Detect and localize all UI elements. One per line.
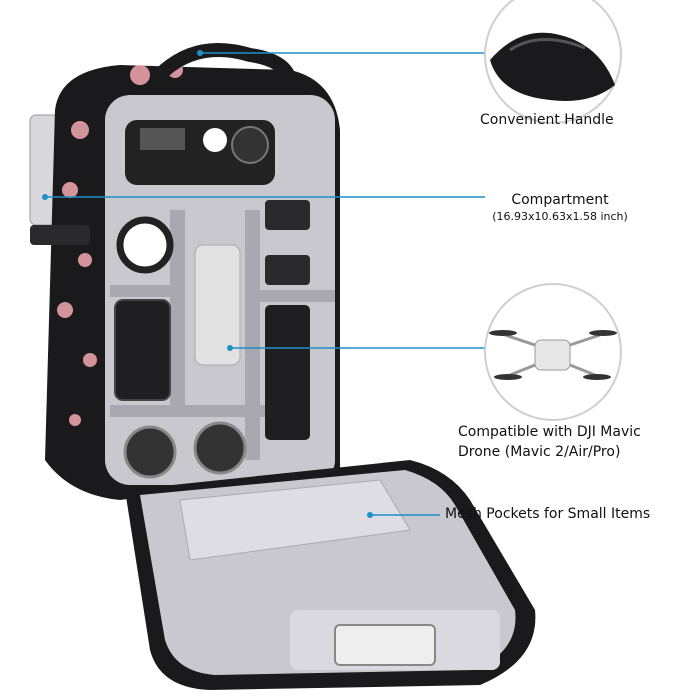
compartment-dividers: [110, 210, 335, 460]
side-strap: [30, 225, 90, 245]
drone-line1: Compatible with DJI Mavic: [458, 424, 641, 440]
leader-dots: [42, 50, 373, 518]
drone-icon: [489, 330, 617, 380]
lens-bottom-left: [123, 425, 177, 479]
battery-middle: [265, 255, 310, 285]
leader-lines: [45, 52, 485, 516]
handle: [158, 43, 297, 87]
lens-bottom-right: [193, 421, 247, 475]
phone: [334, 624, 436, 666]
floral-pattern: [57, 62, 183, 426]
camera: [125, 120, 275, 185]
drone-compat-label: Compatible with DJI Mavic Drone (Mavic 2…: [458, 422, 641, 462]
lens: [114, 299, 171, 401]
flash-unit: [265, 305, 310, 440]
compartment-label: Compartment (16.93x10.63x1.58 inch): [455, 192, 665, 223]
handle-inset-photo: [490, 32, 615, 101]
mesh-label: Mesh Pockets for Small Items: [445, 506, 651, 522]
drone-line2: Drone (Mavic 2/Air/Pro): [458, 444, 621, 460]
battery-top: [265, 200, 310, 230]
compartment-size: (16.93x10.63x1.58 inch): [492, 210, 628, 223]
compartment-title: Compartment: [511, 192, 609, 208]
mesh-pocket-upper: [179, 479, 411, 561]
lens-cap: [116, 216, 174, 274]
handle-label: Convenient Handle: [480, 112, 614, 128]
folded-drone: [194, 244, 241, 366]
